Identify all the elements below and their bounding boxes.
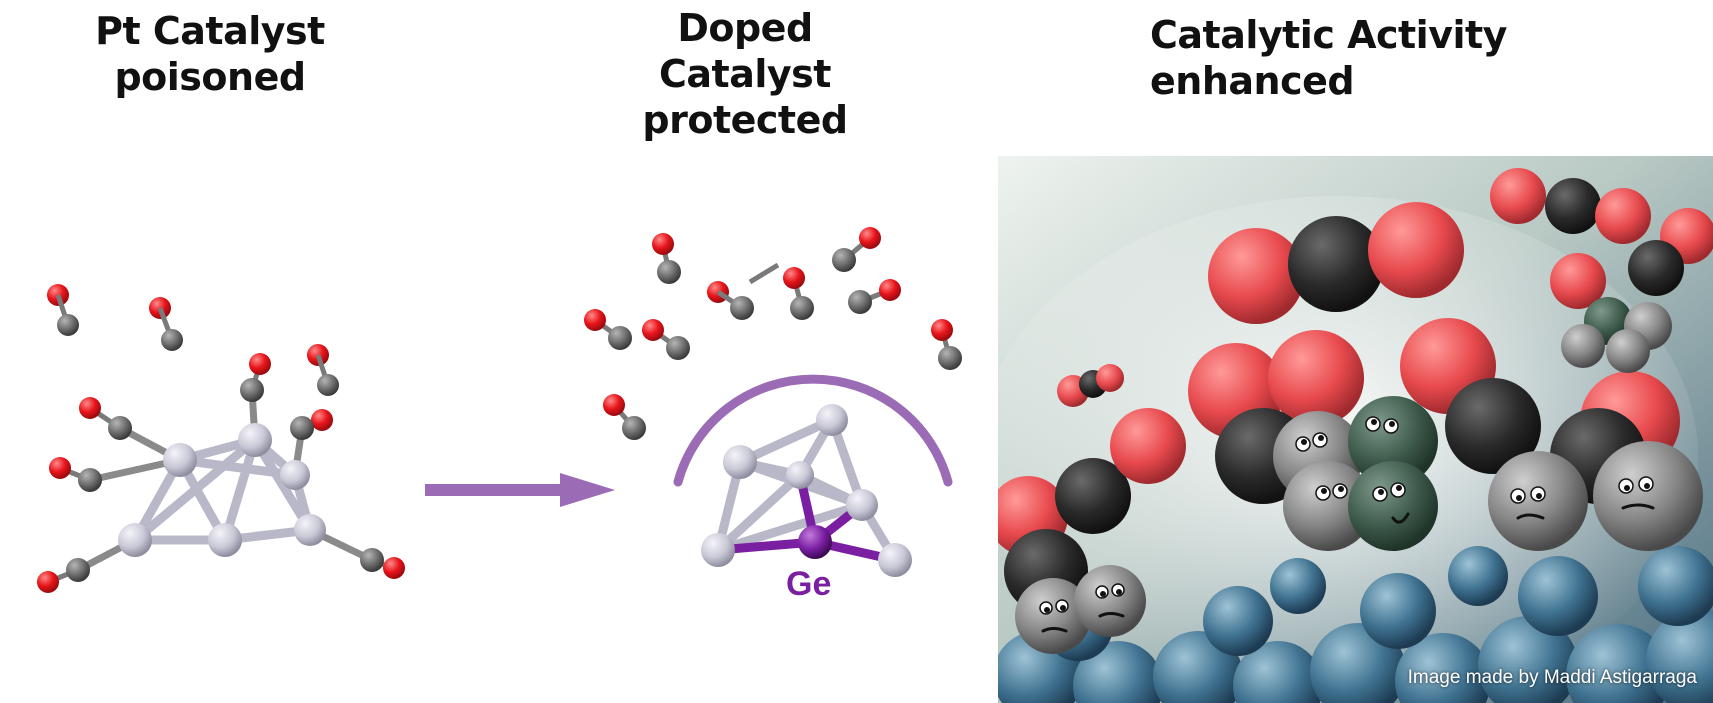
- ge-atom: [798, 525, 832, 559]
- title-doped-line2: protected: [642, 98, 848, 142]
- protective-shield-arc: [673, 374, 953, 487]
- pt-cluster-diagram: [30, 280, 430, 610]
- title-doped-catalyst: Doped Catalyst protected: [590, 5, 900, 143]
- catalytic-activity-illustration: Image made by Maddi Astigarraga: [998, 156, 1713, 703]
- carbon-atoms: [55, 294, 384, 582]
- oxygen-atoms: [37, 284, 405, 593]
- image-credit: Image made by Maddi Astigarraga: [1407, 667, 1697, 688]
- title-catalytic-activity: Catalytic Activity enhanced: [1150, 12, 1530, 104]
- title-activity-line1: Catalytic Activity: [1150, 13, 1507, 57]
- sad-co-molecules: [998, 364, 1186, 654]
- ge-dopant-label: Ge: [786, 565, 832, 603]
- surface-spheres: [998, 546, 1713, 703]
- doped-cluster-diagram: Ge: [570, 220, 990, 640]
- free-carbon-atoms: [608, 248, 962, 440]
- title-pt-line1: Pt Catalyst: [95, 9, 325, 53]
- molecule-mouths: [1041, 503, 1655, 633]
- right-arrow-icon: [420, 470, 620, 510]
- title-doped-line1: Doped Catalyst: [659, 6, 831, 96]
- pt-atoms: [118, 423, 326, 557]
- title-pt-line2: poisoned: [114, 55, 306, 99]
- title-activity-line2: enhanced: [1150, 59, 1355, 103]
- free-oxygen-atoms: [584, 227, 953, 416]
- title-pt-catalyst: Pt Catalyst poisoned: [95, 8, 325, 100]
- doped-pt-atoms: [701, 404, 912, 577]
- molecule-pupils: [1044, 419, 1650, 613]
